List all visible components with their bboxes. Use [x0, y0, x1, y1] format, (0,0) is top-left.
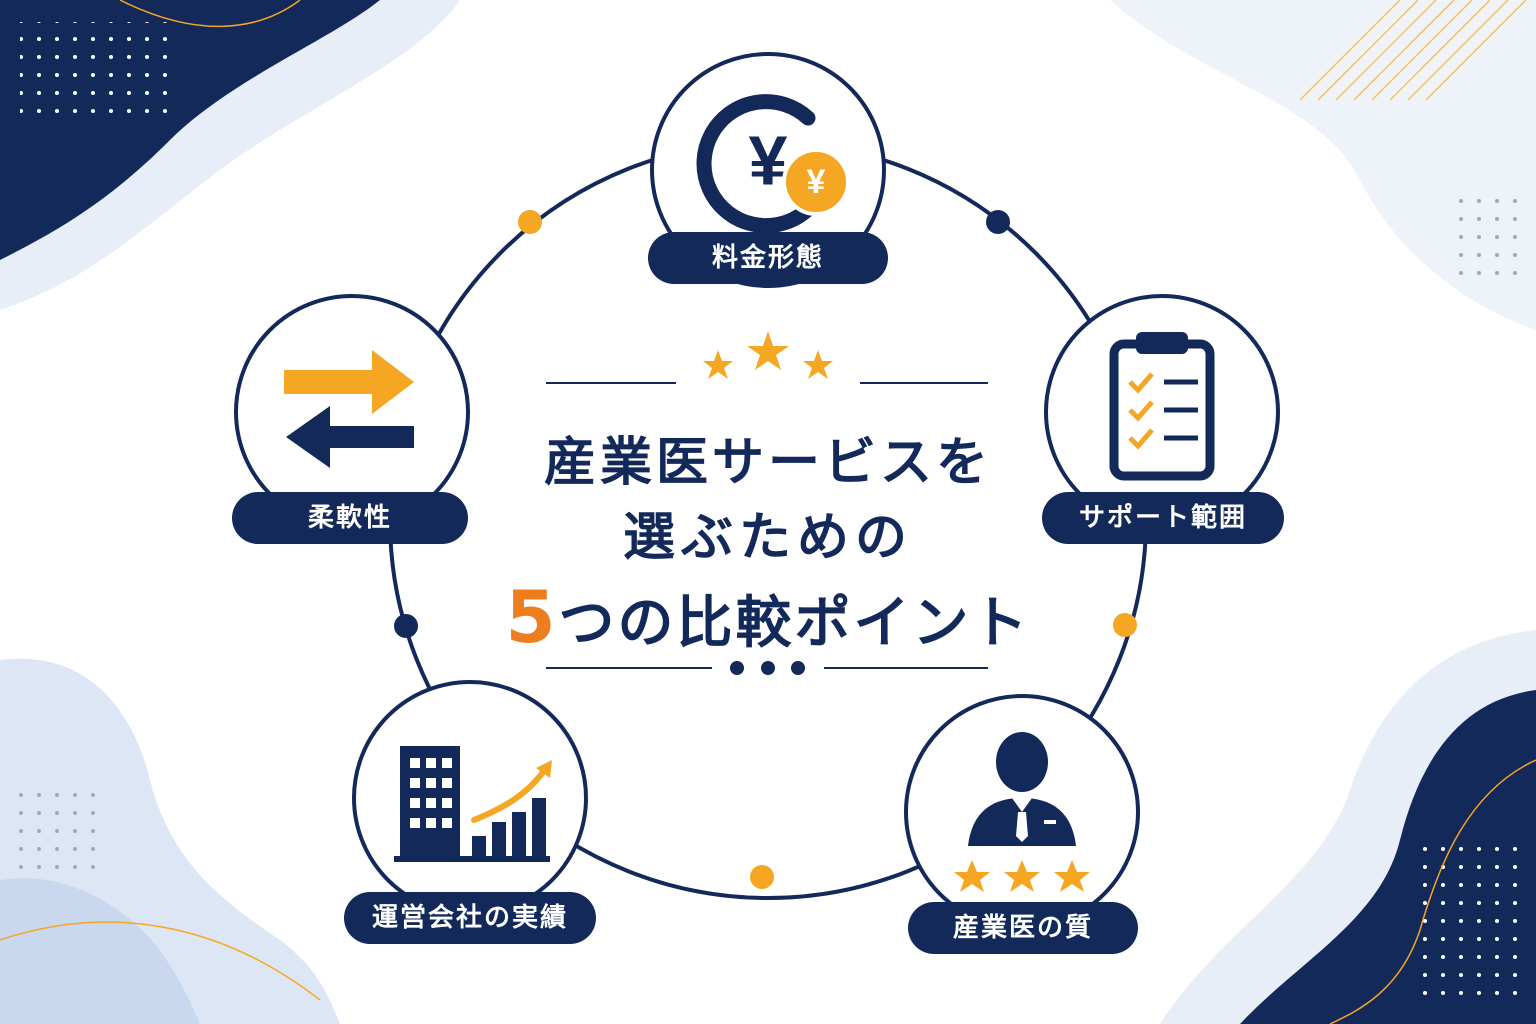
node-company-record: [352, 680, 588, 916]
node-flexibility: [234, 294, 470, 530]
bottom-right-dots-decoration: [1420, 846, 1530, 996]
title-line-1: 産業医サービスを: [543, 433, 992, 493]
svg-text:¥: ¥: [749, 121, 788, 199]
svg-text:¥: ¥: [807, 163, 826, 201]
title-line-3: 5つの比較ポイント: [0, 575, 1536, 659]
label-price: 料金形態: [648, 232, 888, 284]
label-support: サポート範囲: [1042, 492, 1284, 544]
bottom-right-gold-line: [1329, 759, 1536, 1024]
label-flexibility: 柔軟性: [232, 492, 468, 544]
bottom-left-gold-line: [0, 921, 321, 1001]
ring-dot-navy: [394, 614, 418, 638]
title-line-3-text: つの比較ポイント: [558, 591, 1031, 656]
swap-arrows-icon: [284, 350, 414, 468]
node-price: ¥ ¥: [650, 52, 886, 288]
label-company-record: 運営会社の実績: [344, 892, 596, 944]
bottom-left-dots-decoration: [14, 786, 104, 876]
title-line-2: 選ぶための: [622, 508, 913, 568]
yen-coin-icon: ¥ ¥: [696, 94, 850, 234]
node-doctor-quality: [904, 694, 1140, 930]
label-doctor-quality: 産業医の質: [908, 902, 1138, 954]
clipboard-checklist-icon: [1109, 332, 1215, 481]
top-left-gold-line: [119, 0, 301, 28]
node-circle: [650, 52, 886, 288]
doctor-rating-icon: [954, 732, 1090, 892]
title-bottom-dots: [730, 661, 805, 675]
ring-dot-gold: [518, 210, 542, 234]
ring-dot-navy: [986, 210, 1010, 234]
node-circle: [352, 680, 588, 916]
building-growth-chart-icon: [394, 746, 552, 862]
ring-dot-gold: [750, 865, 774, 889]
title-stars-decoration: [703, 331, 833, 379]
top-right-dots-decoration: [1448, 190, 1528, 280]
bottom-left-lighter-blob: [0, 878, 200, 1024]
top-right-stripes-decoration: [1299, 0, 1527, 101]
top-left-dots-decoration: [20, 22, 180, 122]
node-support: [1044, 294, 1280, 530]
top-right-light-blob: [1110, 0, 1536, 330]
title-number: 5: [505, 575, 559, 659]
ring-dot-gold: [1113, 613, 1137, 637]
